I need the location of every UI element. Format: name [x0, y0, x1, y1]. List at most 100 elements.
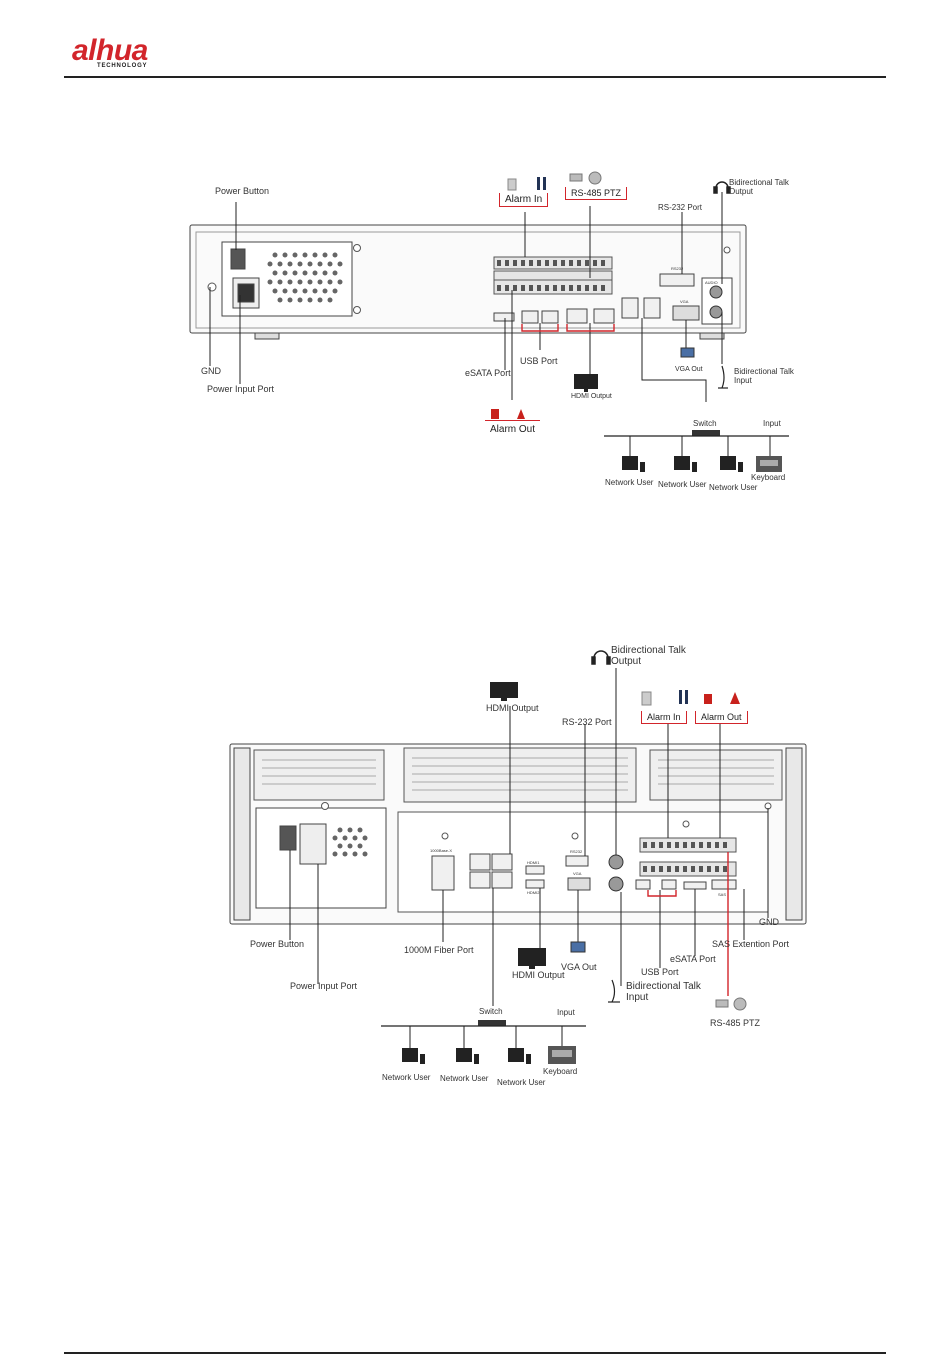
- headset-icon: [713, 181, 731, 194]
- power-block-top: [221, 241, 353, 317]
- leader-lines-top: [209, 192, 723, 402]
- rear-panel-diagram-top: RS232 VGA AUDIO: [189, 171, 789, 472]
- label-input: Input: [763, 419, 781, 428]
- brand-sub: TECHNOLOGY: [97, 63, 148, 69]
- monitor-icon: [518, 948, 546, 969]
- fan-grille-bottom: [332, 827, 368, 857]
- label-network-user: Network User: [709, 483, 758, 492]
- bay-grilles-bottom: [262, 757, 774, 791]
- label-gnd: GND: [201, 366, 221, 376]
- label-alarm-in: Alarm In: [499, 193, 549, 207]
- label-talk-output-2: Bidirectional Talk Output: [611, 645, 686, 667]
- panel-text-rs232: RS232: [671, 266, 684, 271]
- screws-bottom: [321, 802, 772, 840]
- computer-icon: [456, 1048, 479, 1064]
- label-esata-port: eSATA Port: [465, 368, 511, 378]
- terminal-pins-bottom: [643, 842, 727, 872]
- label-power-input-port-2: Power Input Port: [290, 981, 358, 991]
- label-rs485-ptz-2: RS-485 PTZ: [710, 1018, 761, 1028]
- footer-divider: [64, 1352, 886, 1354]
- brand-logo: alhua: [72, 34, 148, 67]
- label-hdmi-output-2: HDMI Output: [486, 703, 539, 713]
- label-alarm-out: Alarm Out: [485, 420, 541, 436]
- label-switch: Switch: [693, 419, 717, 428]
- computer-icon: [508, 1048, 531, 1064]
- sensor-icon: [507, 178, 517, 191]
- label-rs232-port-2: RS-232 Port: [562, 717, 612, 727]
- computer-icon: [622, 456, 645, 472]
- label-alarm-out-2: Alarm Out: [695, 711, 748, 724]
- network-drops: [409, 1026, 563, 1048]
- panel-text-hdmi1: HDMI1: [527, 860, 540, 865]
- switch-contact-icon: [537, 177, 546, 190]
- switch-contact-icon: [679, 690, 688, 704]
- computer-icon: [720, 456, 743, 472]
- panel-text-fiber: 1000Base-X: [430, 848, 452, 853]
- microphone-icon: [718, 365, 728, 389]
- label-usb-port-2: USB Port: [641, 967, 679, 977]
- headset-icon: [591, 650, 611, 665]
- label-rs485-ptz: RS-485 PTZ: [565, 187, 628, 200]
- label-power-button: Power Button: [215, 186, 270, 196]
- keyboard-icon: [548, 1046, 576, 1064]
- computer-icon: [674, 456, 697, 472]
- network-drops: [629, 436, 771, 456]
- panel-text-hdmi2: HDMI2: [527, 890, 540, 895]
- monitor-icon: [490, 682, 518, 701]
- audio-jacks-top: [709, 285, 723, 319]
- label-talk-output: Bidirectional Talk Output: [729, 178, 789, 196]
- red-brackets-bottom: [647, 852, 729, 996]
- label-switch-2: Switch: [479, 1007, 503, 1016]
- keyboard-icon: [756, 456, 782, 472]
- panel-text-rs232: RS232: [570, 849, 583, 854]
- label-talk-input-2: Bidirectional Talk Input: [626, 981, 701, 1003]
- drive-bays-bottom: [253, 747, 783, 803]
- panel-text-vga: VGA: [573, 871, 582, 876]
- label-keyboard: Keyboard: [751, 473, 786, 482]
- alarm-out-icons: [491, 409, 525, 419]
- switch-device-icon: [692, 430, 720, 436]
- leader-lines-bottom: [289, 668, 769, 1006]
- alarm-out-icons: [704, 692, 740, 704]
- computer-icon: [402, 1048, 425, 1064]
- label-fiber-port: 1000M Fiber Port: [404, 945, 474, 955]
- label-network-user: Network User: [605, 478, 654, 487]
- monitor-icon: [574, 374, 598, 392]
- vga-monitor-icon: [570, 941, 586, 953]
- label-network-user-2: Network User: [440, 1074, 489, 1083]
- audio-jacks-bottom: [608, 854, 624, 892]
- switch-device-icon: [478, 1020, 506, 1026]
- fan-grille-top: [267, 252, 343, 303]
- label-network-user-2: Network User: [497, 1078, 546, 1087]
- port-row-top: [493, 273, 733, 325]
- label-power-input-port: Power Input Port: [207, 384, 275, 394]
- sensor-icon: [641, 691, 652, 706]
- power-module-bottom: [255, 807, 387, 909]
- header-divider: [64, 76, 886, 78]
- microphone-icon: [608, 979, 620, 1003]
- rear-panel-diagram-bottom: 1000Base-X RS232 VGA HDMI1 HDMI2 SAS: [229, 650, 807, 1064]
- red-brackets-top: [521, 324, 615, 332]
- vga-monitor-icon: [680, 347, 695, 358]
- label-vga-out: VGA Out: [675, 366, 703, 373]
- ptz-camera-icon: [569, 171, 602, 185]
- panel-text-vga: VGA: [680, 299, 689, 304]
- label-vga-out-2: VGA Out: [561, 962, 597, 972]
- terminal-pins-top: [497, 260, 605, 291]
- screws-top: [207, 244, 731, 319]
- label-sas-port: SAS Extention Port: [712, 939, 790, 949]
- label-network-user-2: Network User: [382, 1073, 431, 1082]
- label-power-button-2: Power Button: [250, 939, 305, 949]
- label-alarm-in-2: Alarm In: [641, 711, 687, 724]
- label-input-2: Input: [557, 1008, 575, 1017]
- terminal-block-bottom: [639, 837, 737, 877]
- panel-text-audio: AUDIO: [705, 280, 718, 285]
- label-esata-port-2: eSATA Port: [670, 954, 716, 964]
- ptz-camera-icon: [715, 997, 747, 1011]
- panel-text-sas: SAS: [718, 892, 726, 897]
- label-network-user: Network User: [658, 480, 707, 489]
- label-hdmi-output-3: HDMI Output: [512, 970, 565, 980]
- label-talk-input: Bidirectional Talk Input: [734, 367, 794, 385]
- label-usb-port: USB Port: [520, 356, 558, 366]
- label-keyboard-2: Keyboard: [543, 1067, 578, 1076]
